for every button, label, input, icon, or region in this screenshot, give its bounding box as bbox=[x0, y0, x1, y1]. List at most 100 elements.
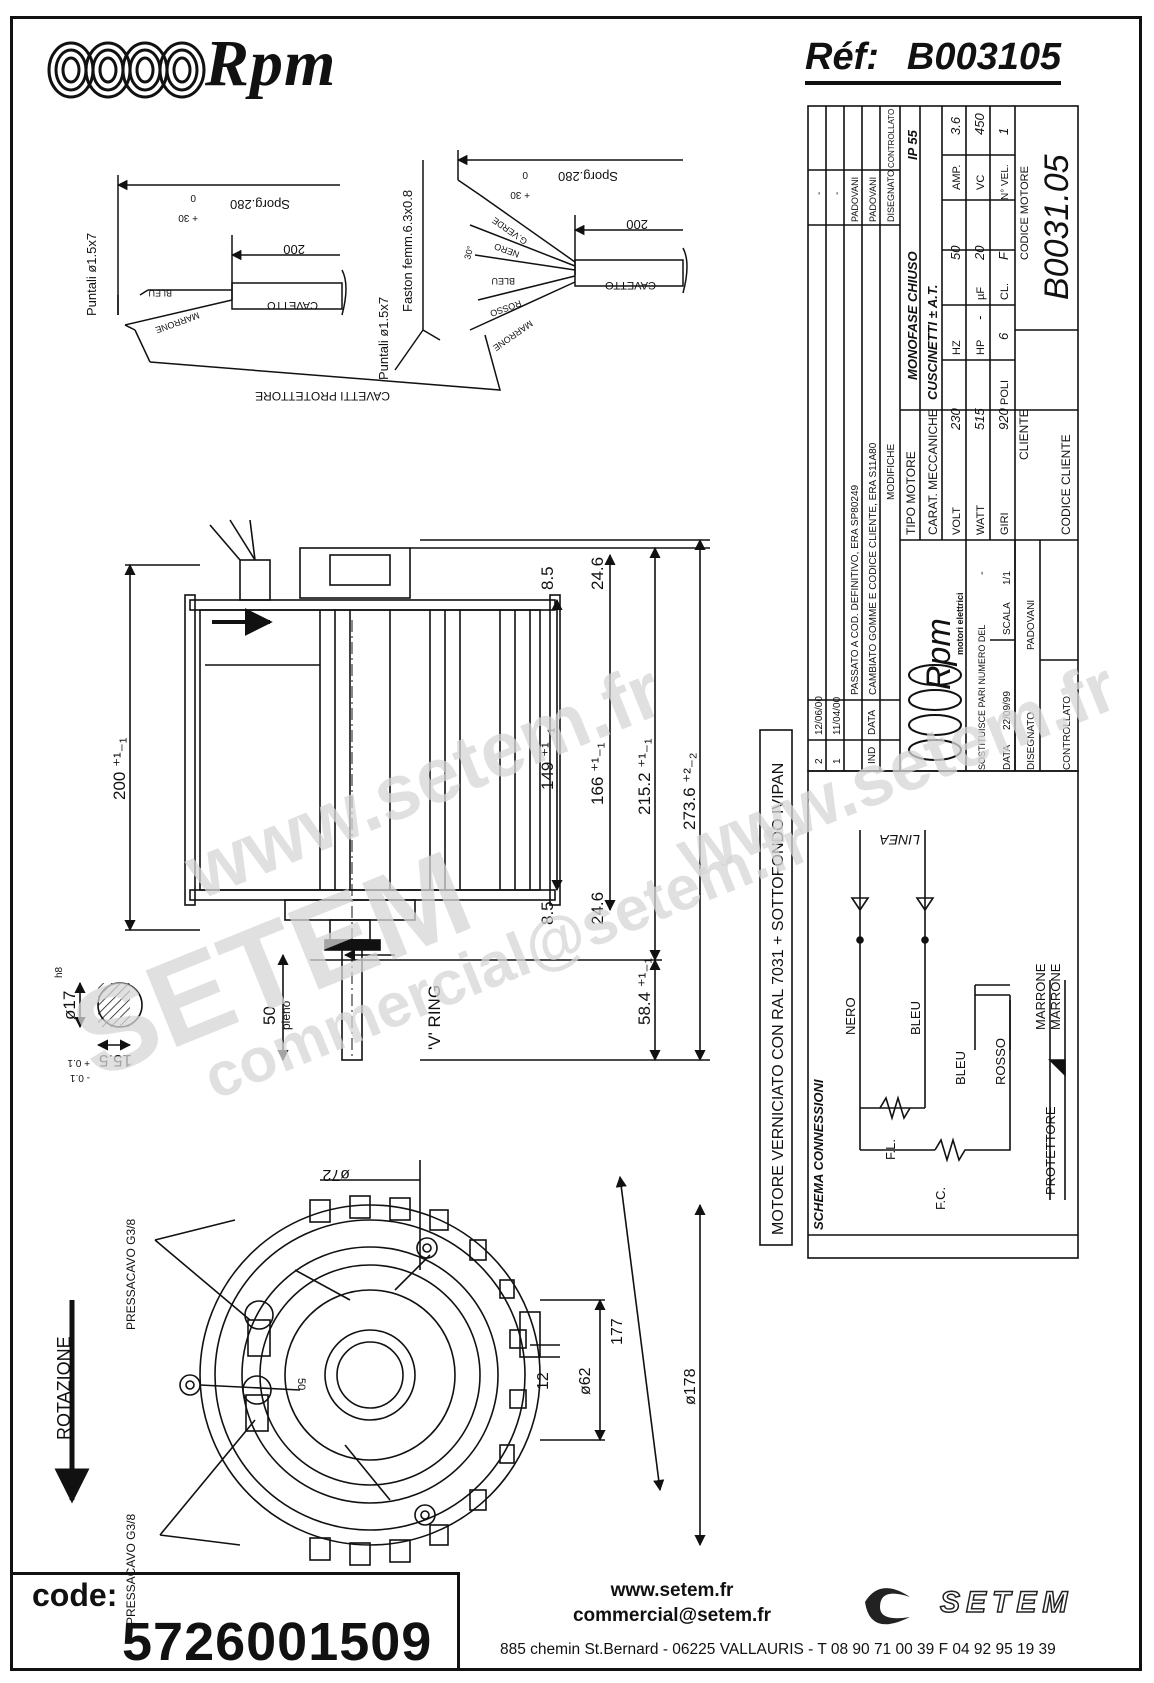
title-block-coil-logo bbox=[908, 664, 962, 761]
poli-value: 6 bbox=[996, 332, 1011, 340]
tipo-motore: MONOFASE CHIUSO bbox=[905, 251, 920, 380]
sporg-right: Sporg.280 bbox=[558, 169, 618, 184]
dim-149: 149 ⁺¹₋₁ bbox=[538, 727, 557, 790]
wire-rosso: ROSSO bbox=[489, 298, 523, 319]
nvel-label: N° VEL. bbox=[1000, 164, 1011, 200]
sheet-border bbox=[10, 16, 1142, 1671]
code-box: code: 5726001509 bbox=[10, 1572, 460, 1672]
cable-left-labels: Puntali ø1.5x7 Sporg.280 0 + 30 200 CAVE… bbox=[84, 192, 390, 403]
watt-value: 515 bbox=[972, 408, 987, 430]
codice-cliente-label: CODICE CLIENTE bbox=[1059, 434, 1073, 535]
dim-273: 273.6 ⁺²₋₂ bbox=[680, 753, 699, 830]
dim-177: 177 bbox=[609, 1318, 626, 1345]
schema-rosso: ROSSO bbox=[993, 1038, 1008, 1085]
pieno: pieno bbox=[279, 1000, 293, 1030]
ref-value: B003105 bbox=[906, 36, 1062, 78]
cable-drawing-right bbox=[394, 150, 688, 371]
cooling-fins bbox=[309, 1195, 527, 1566]
cable-right-labels: Faston femm.6.3x0.8 Puntali ø1.5x7 Sporg… bbox=[376, 169, 656, 380]
dim-50-front: 50 bbox=[295, 1378, 307, 1390]
dash-1: - bbox=[814, 192, 825, 195]
codice-motore-label: CODICE MOTORE bbox=[1019, 166, 1031, 260]
vc-value: 450 bbox=[972, 113, 987, 135]
dim-50: 50 bbox=[260, 1006, 279, 1025]
dim-8-5-bottom: 8.5 bbox=[538, 901, 557, 925]
sostituisce-label: SOSTITUISCE PARI NUMERO DEL bbox=[977, 625, 987, 770]
wire-nero: NERO bbox=[493, 241, 521, 259]
schema-marrone2: MARRONE bbox=[1048, 963, 1063, 1030]
length-left: 200 bbox=[283, 242, 305, 257]
footer-contact: www.setem.fr commercial@setem.fr bbox=[557, 1578, 787, 1628]
puntali-left: Puntali ø1.5x7 bbox=[84, 233, 99, 316]
dia-178: ø178 bbox=[682, 1368, 699, 1405]
data-value: 22/09/99 bbox=[1002, 691, 1013, 730]
hz-label: HZ bbox=[951, 340, 963, 355]
motor-side-view bbox=[74, 519, 710, 1062]
nvel-value: 1 bbox=[996, 128, 1011, 135]
code-value: 5726001509 bbox=[122, 1612, 433, 1672]
dim-200: 200 ⁺¹₋₁ bbox=[110, 737, 129, 800]
title-block-logo-name: Rpm bbox=[920, 618, 958, 690]
length-right: 200 bbox=[626, 217, 648, 232]
wire-marrone-left: MARRONE bbox=[154, 310, 201, 335]
footer-address: 885 chemin St.Bernard - 06225 VALLAURIS … bbox=[500, 1641, 1056, 1658]
cl-label: CL. bbox=[999, 283, 1011, 300]
col-data: DATA bbox=[867, 709, 878, 735]
rev-mod-2: PASSATO A COD. DEFINITIVO, ERA SP80249 bbox=[850, 484, 861, 695]
data-label: DATA bbox=[1002, 744, 1013, 770]
wire-angle: 30° bbox=[462, 244, 475, 260]
setem-logo-text: SETEM bbox=[940, 1586, 1073, 1619]
dim-24-6-bottom: 24.6 bbox=[588, 892, 607, 925]
brand-name: Rpm bbox=[205, 27, 337, 100]
amp-label: AMP. bbox=[951, 165, 963, 190]
flat-tol-top: + 0.1 bbox=[67, 1057, 90, 1068]
hp-value: - bbox=[972, 315, 987, 320]
rev-ind-2: 2 bbox=[814, 758, 825, 764]
volt-value: 230 bbox=[948, 408, 963, 431]
carat-label: CARAT. MECCANICHE bbox=[926, 409, 940, 535]
vc-label: VC bbox=[975, 175, 987, 190]
controllato-label: CONTROLLATO bbox=[1062, 696, 1073, 770]
footer-email[interactable]: commercial@setem.fr bbox=[572, 1605, 772, 1626]
schema-title: SCHEMA CONNESSIONI bbox=[811, 1079, 826, 1230]
disegnato-value: PADOVANI bbox=[1026, 600, 1037, 650]
wire-marrone: MARRONE bbox=[491, 318, 534, 353]
pressacavo-top: PRESSACAVO G3/8 bbox=[124, 1219, 138, 1330]
schema-marrone1: MARRONE bbox=[1033, 963, 1048, 1030]
hp-label: HP bbox=[975, 340, 987, 355]
cable-drawing-left bbox=[116, 175, 502, 391]
dim-12: 12 bbox=[535, 1372, 552, 1390]
footer-web[interactable]: www.setem.fr bbox=[610, 1580, 734, 1601]
paint-note-text: MOTORE VERNICIATO CON RAL 7031 + SOTTOFO… bbox=[770, 763, 787, 1235]
flat: 15.5 bbox=[99, 1051, 132, 1070]
code-label: code: bbox=[32, 1577, 118, 1613]
flat-tol-bottom: - 0.1 bbox=[70, 1072, 90, 1083]
schema-bleu2: BLEU bbox=[953, 1051, 968, 1085]
dim-8-5-top: 8.5 bbox=[538, 566, 557, 590]
wire-bleu: BLEU bbox=[491, 276, 515, 286]
rev-dis-2: PADOVANI bbox=[850, 177, 860, 222]
rpm-coil-logo bbox=[47, 41, 206, 99]
codice-motore: B0031.05 bbox=[1038, 154, 1076, 300]
volt-label: VOLT bbox=[951, 507, 963, 535]
rev-mod-1: CAMBIATO GOMME E CODICE CLIENTE, ERA S11… bbox=[868, 442, 879, 695]
dim-58: 58.4 ⁺¹₋₁ bbox=[635, 958, 654, 1025]
title-block bbox=[807, 105, 1079, 772]
shaft-tol: h8 bbox=[54, 966, 65, 978]
dia-72: ø72 bbox=[322, 1166, 350, 1183]
col-controllato: CONTROLLATO bbox=[887, 109, 896, 168]
hz-value: 50 bbox=[948, 245, 963, 260]
cliente-label: CLIENTE bbox=[1017, 409, 1031, 460]
ip-rating: IP 55 bbox=[905, 129, 920, 160]
rev-ind-1: 1 bbox=[832, 758, 843, 764]
cl-value: F bbox=[996, 251, 1011, 260]
dash-2: - bbox=[832, 192, 843, 195]
carat-value: CUSCINETTI ± A.T. bbox=[925, 285, 940, 400]
rev-date-1: 11/04/00 bbox=[832, 696, 843, 735]
amp-value: 3.6 bbox=[948, 116, 963, 135]
cavetti-protettore: CAVETTI PROTETTORE bbox=[255, 389, 390, 403]
schema-protettore: PROTETTORE bbox=[1043, 1106, 1058, 1195]
tipo-motore-label: TIPO MOTORE bbox=[904, 451, 918, 535]
